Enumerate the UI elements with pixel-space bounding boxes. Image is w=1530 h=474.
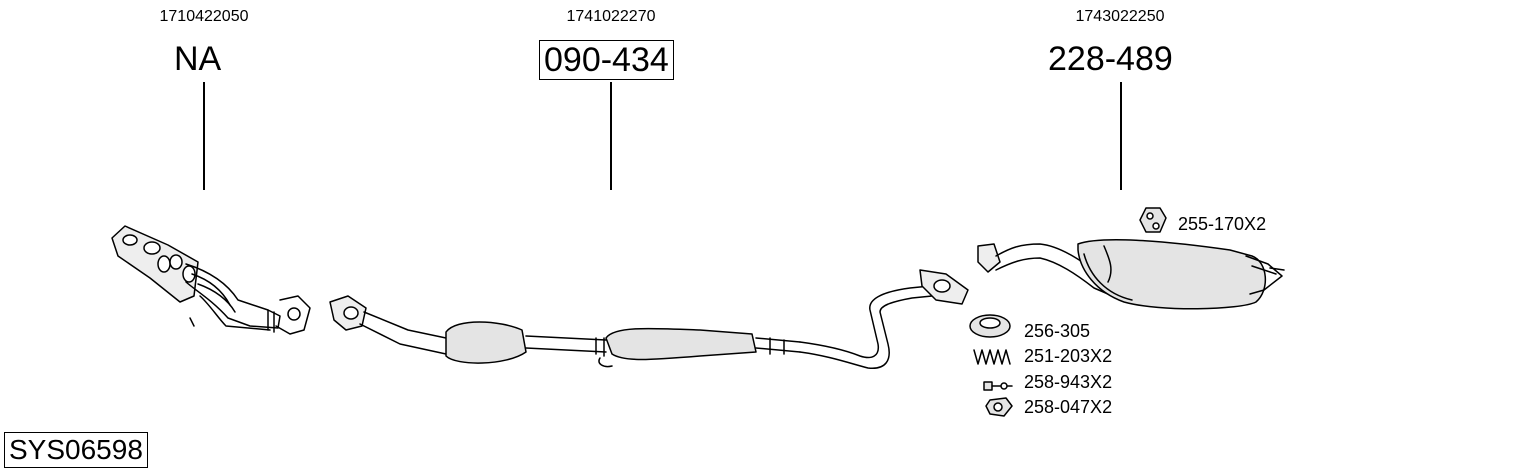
accessory-label-nut: 258-047X2 — [1024, 397, 1113, 417]
part-2-leader-line — [610, 82, 612, 190]
accessory-label-gasket: 256-305 — [1024, 321, 1091, 341]
rear-silencer-part — [977, 239, 1285, 310]
spring-icon — [973, 349, 1011, 365]
part-1-leader-line — [203, 82, 205, 190]
system-code-label: SYS06598 — [4, 432, 148, 468]
part-2-oem-number: 1741022270 — [566, 8, 656, 25]
rubber-hanger-icon — [1139, 207, 1167, 233]
part-1-oem-number: 1710422050 — [159, 8, 249, 25]
part-3-leader-line — [1120, 82, 1122, 190]
part-3-oem-number: 1743022250 — [1075, 8, 1165, 25]
nut-icon — [985, 397, 1013, 417]
part-1-reference: NA — [174, 40, 222, 78]
gasket-ring-icon — [969, 314, 1011, 338]
bolt-icon — [983, 381, 1013, 391]
front-pipe-catalyst-part — [329, 269, 969, 369]
exhaust-manifold-part — [111, 225, 311, 335]
accessory-label-hanger: 255-170X2 — [1178, 214, 1267, 234]
accessory-label-bolt: 258-943X2 — [1024, 372, 1113, 392]
accessory-label-spring: 251-203X2 — [1024, 346, 1113, 366]
part-3-reference: 228-489 — [1048, 40, 1173, 78]
part-2-reference: 090-434 — [539, 40, 674, 80]
